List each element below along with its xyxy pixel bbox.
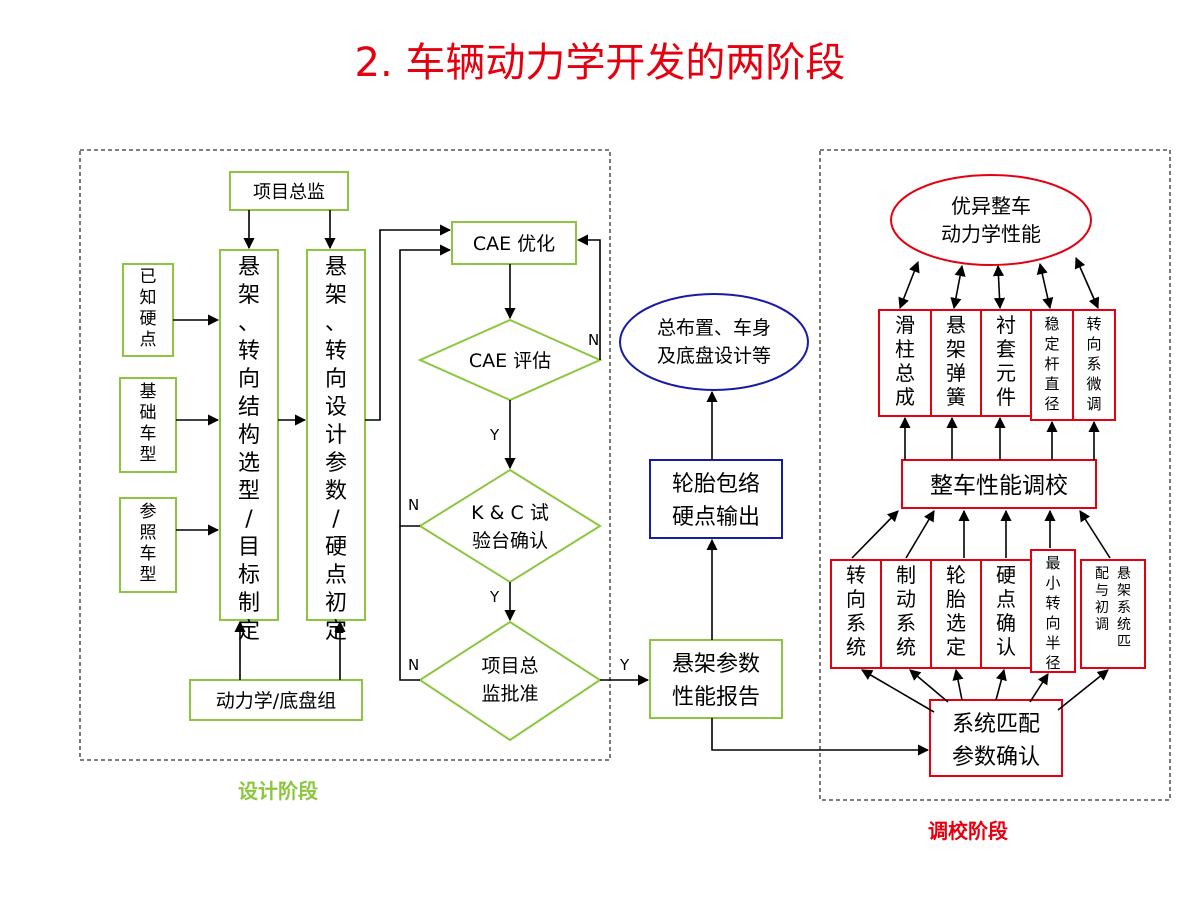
brake-system-text: 制动系统 [896,563,916,659]
arrow-kc-no-loop [399,244,452,527]
known-hardpoints-text: 已知硬点 [140,267,157,350]
project-director-box [229,171,349,211]
kc-confirm-diamond [418,468,602,584]
yes-label-approve: Y [619,656,630,674]
reference-vehicle-box [119,497,177,593]
arrow-evaluate-no-loop [576,234,601,360]
arrow-report-to-matching [711,718,930,756]
base-vehicle-text: 基础车型 [140,382,157,465]
min-turning-radius-box [1030,549,1076,673]
no-label-approve: N [408,656,419,674]
suspension-matching-col2: 配与初调 [1095,566,1109,633]
director-approve-line1: 项目总 [481,655,538,677]
system-matching-line2: 参数确认 [952,745,1040,770]
suspension-spring-text: 悬架弹簧 [946,313,966,409]
base-vehicle-box [119,377,177,473]
steering-tune-box [1072,309,1116,421]
tire-envelope-line1: 轮胎包络 [672,472,760,497]
director-approve-line2: 监批准 [481,683,538,705]
tuning-phase-label: 调校阶段 [928,819,1008,843]
director-approve-diamond [418,620,602,742]
tuning-phase-region [819,149,1171,801]
bushing-text: 衬套元件 [996,313,1016,409]
arrow-steering-performance [1074,256,1100,310]
arrow-brake-to-tuning [905,510,935,559]
vehicle-tuning-box [901,459,1097,509]
strut-assembly-box [878,309,932,417]
arrow-approve-no-loop [399,526,420,681]
suspension-report-line1: 悬架参数 [672,652,760,677]
parameter-design-text: 悬架、转向设计参数/硬点初定 [325,255,347,644]
min-turning-radius-text: 最小转向半径 [1045,554,1060,672]
cae-evaluate-text: CAE 评估 [469,350,551,372]
dynamics-group-box [189,679,363,721]
excellent-performance-ellipse [890,174,1092,266]
project-director-text: 项目总监 [253,182,325,203]
arrow-matching-radius [1029,673,1049,703]
kc-confirm-line1: K & C 试 [471,502,549,524]
kc-confirm-line2: 验台确认 [472,530,548,552]
design-phase-label: 设计阶段 [238,779,318,803]
no-label-cae: N [588,331,599,349]
layout-design-line2: 及底盘设计等 [657,345,771,367]
structure-selection-text: 悬架、转向结构选型/目标制定 [238,255,260,644]
cae-optimize-text: CAE 优化 [473,233,555,255]
steering-tune-text: 转向系微调 [1086,315,1101,413]
arrow-matching-brake [909,669,949,703]
no-label-kc: N [408,496,419,514]
arrow-strut-performance [898,260,920,310]
excellent-performance-line2: 动力学性能 [941,222,1041,246]
vehicle-tuning-text: 整车性能调校 [930,473,1068,499]
cae-optimize-box [451,221,577,265]
system-matching-line1: 系统匹配 [952,712,1040,737]
arrow-matching-steering [861,669,935,713]
suspension-report-line2: 性能报告 [672,685,760,710]
steering-system-text: 转向系统 [846,563,866,659]
tire-envelope-box [649,459,783,539]
page-title: 2. 车辆动力学开发的两阶段 [354,40,846,86]
parameter-design-box [306,249,366,621]
hardpoint-confirm-text: 硬点确认 [996,563,1016,659]
arrow-matching-suspension [1057,669,1109,711]
strut-assembly-text: 滑柱总成 [895,313,915,409]
layout-design-ellipse [619,293,809,391]
arrow-matching-tire [952,668,964,701]
stabilizer-box [1030,309,1074,421]
system-matching-box [929,699,1063,777]
excellent-performance-line1: 优异整车 [951,194,1031,218]
design-phase-region [79,149,611,761]
bushing-box [980,309,1032,417]
arrow-spring-performance [950,264,966,310]
stabilizer-text: 稳定杆直径 [1044,315,1059,413]
suspension-matching-box [1080,559,1146,669]
layout-design-line1: 总布置、车身 [657,317,771,339]
known-hardpoints-box [122,263,174,357]
arrow-matching-hardpoint [995,668,1007,701]
suspension-report-box [649,639,783,719]
suspension-matching-col1: 悬架系统匹 [1117,566,1131,650]
tire-envelope-line2: 硬点输出 [672,505,760,530]
hardpoint-confirm-box [980,559,1032,669]
arrow-matching-to-tuning [1079,510,1111,559]
arrow-bushing-performance [992,264,1006,310]
structure-selection-box [219,249,279,621]
yes-label-kc: Y [489,588,500,606]
arrow-parameter-to-cae [365,224,452,421]
arrow-steering-to-tuning [851,510,899,559]
tire-selection-text: 轮胎选定 [946,563,966,659]
tire-selection-box [930,559,982,669]
arrow-stabilizer-performance [1036,262,1054,310]
dynamics-group-text: 动力学/底盘组 [216,690,336,712]
reference-vehicle-text: 参照车型 [140,502,157,585]
yes-label-cae: Y [489,426,500,444]
